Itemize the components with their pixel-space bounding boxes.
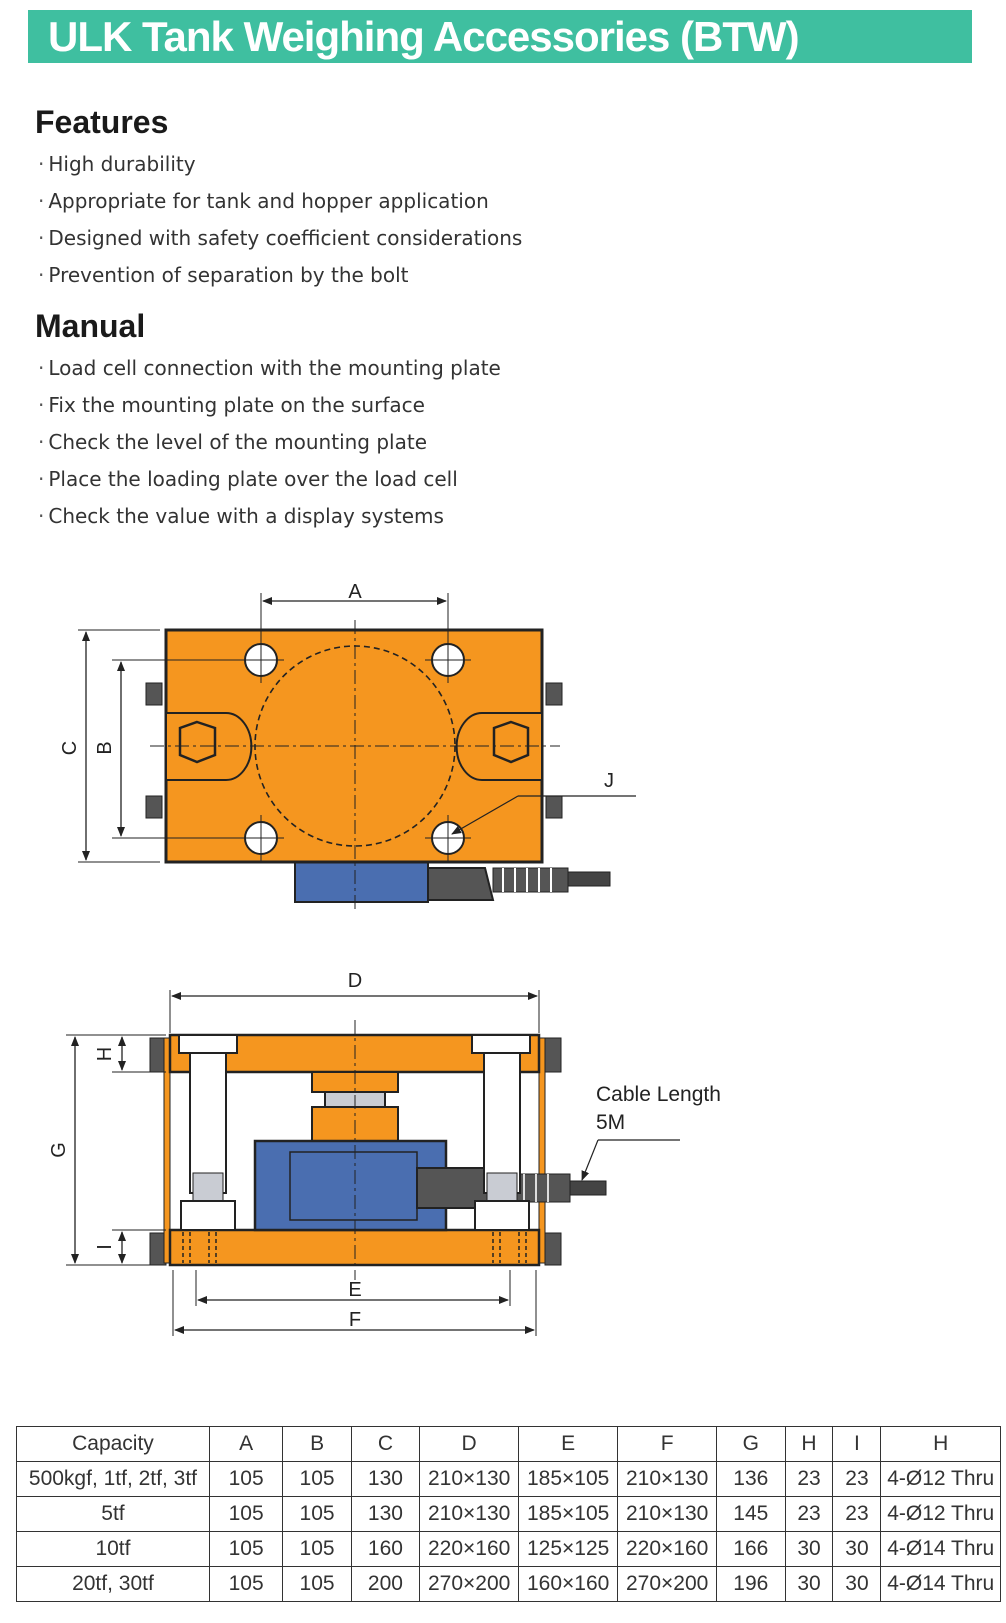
table-cell: 20tf, 30tf [16,1566,210,1602]
table-cell: 500kgf, 1tf, 2tf, 3tf [16,1461,210,1497]
col-header-holes: H [880,1426,1001,1462]
table-cell: 105 [208,1461,284,1497]
table-cell: 105 [282,1461,352,1497]
top-view-drawing [78,593,636,910]
table-cell: 23 [832,1461,882,1497]
dim-label-f: F [349,1309,361,1331]
features-list: ·High durability ·Appropriate for tank a… [38,146,522,294]
col-header-e: E [518,1426,619,1462]
dim-label-i: I [94,1244,116,1250]
col-header-g: G [716,1426,786,1462]
table-cell: 220×160 [617,1531,718,1567]
col-header-d: D [419,1426,520,1462]
side-view-drawing [66,990,680,1336]
table-cell: 210×130 [419,1461,520,1497]
table-cell: 4-Ø14 Thru [880,1531,1001,1567]
table-cell: 270×200 [617,1566,718,1602]
dim-label-j: J [604,770,614,792]
dim-label-h: H [94,1047,116,1061]
table-cell: 105 [282,1531,352,1567]
col-header-h: H [784,1426,834,1462]
table-cell: 30 [784,1531,834,1567]
table-cell: 145 [716,1496,786,1532]
cable-length-value: 5M [596,1111,625,1134]
dim-label-d: D [348,970,362,992]
table-cell: 30 [832,1531,882,1567]
table-cell: 4-Ø12 Thru [880,1461,1001,1497]
list-item: ·Load cell connection with the mounting … [38,356,501,380]
table-cell: 220×160 [419,1531,520,1567]
table-cell: 130 [350,1461,421,1497]
dim-label-c: C [59,741,81,755]
table-cell: 185×105 [518,1461,619,1497]
list-item: ·Check the level of the mounting plate [38,430,428,454]
manual-heading: Manual [35,308,146,344]
table-cell: 105 [282,1496,352,1532]
dim-label-e: E [348,1279,361,1301]
list-item: ·Prevention of separation by the bolt [38,263,409,287]
table-cell: 105 [208,1496,284,1532]
list-item: ·Appropriate for tank and hopper applica… [38,189,489,213]
table-cell: 136 [716,1461,786,1497]
list-item: ·Check the value with a display systems [38,504,444,528]
table-cell: 23 [832,1496,882,1532]
table-cell: 125×125 [518,1531,619,1567]
col-header-a: A [208,1426,284,1462]
table-cell: 210×130 [617,1461,718,1497]
spec-table: Capacity A B C D E F G H I H 500kgf, 1tf… [16,1426,1001,1602]
table-cell: 23 [784,1461,834,1497]
col-header-i: I [832,1426,882,1462]
table-cell: 160×160 [518,1566,619,1602]
table-cell: 105 [208,1531,284,1567]
list-item: ·High durability [38,152,196,176]
dim-label-a: A [348,581,362,603]
cable-length-label: Cable Length [596,1083,721,1106]
list-item: ·Fix the mounting plate on the surface [38,393,425,417]
table-cell: 160 [350,1531,421,1567]
table-cell: 196 [716,1566,786,1602]
manual-list: ·Load cell connection with the mounting … [38,350,501,535]
table-cell: 270×200 [419,1566,520,1602]
table-header-row: Capacity A B C D E F G H I H [16,1426,1001,1462]
col-header-b: B [282,1426,352,1462]
table-row: 500kgf, 1tf, 2tf, 3tf 105 105 130 210×13… [16,1461,1001,1497]
features-heading: Features [35,104,169,140]
page-title: ULK Tank Weighing Accessories (BTW) [48,13,800,60]
table-cell: 200 [350,1566,421,1602]
table-row: 10tf 105 105 160 220×160 125×125 220×160… [16,1531,1001,1567]
list-item: ·Designed with safety coefficient consid… [38,226,523,250]
title-banner: ULK Tank Weighing Accessories (BTW) [28,10,972,63]
table-cell: 210×130 [617,1496,718,1532]
table-cell: 210×130 [419,1496,520,1532]
table-row: 5tf 105 105 130 210×130 185×105 210×130 … [16,1496,1001,1532]
col-header-c: C [350,1426,421,1462]
dim-label-b: B [94,741,116,754]
table-cell: 105 [208,1566,284,1602]
list-item: ·Place the loading plate over the load c… [38,467,458,491]
table-cell: 10tf [16,1531,210,1567]
table-cell: 130 [350,1496,421,1532]
dim-label-g: G [48,1142,70,1158]
technical-drawing: A C B J [48,581,721,1336]
table-cell: 23 [784,1496,834,1532]
table-cell: 105 [282,1566,352,1602]
table-cell: 4-Ø14 Thru [880,1566,1001,1602]
table-cell: 5tf [16,1496,210,1532]
col-header-f: F [617,1426,718,1462]
table-row: 20tf, 30tf 105 105 200 270×200 160×160 2… [16,1566,1001,1602]
table-cell: 4-Ø12 Thru [880,1496,1001,1532]
table-cell: 166 [716,1531,786,1567]
table-cell: 185×105 [518,1496,619,1532]
table-cell: 30 [784,1566,834,1602]
col-header-capacity: Capacity [16,1426,210,1462]
table-cell: 30 [832,1566,882,1602]
